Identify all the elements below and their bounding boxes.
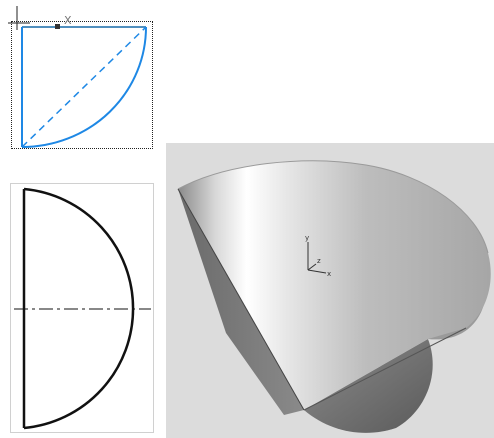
sketch-selection-frame <box>11 21 153 149</box>
solid-edge-left <box>177 188 305 411</box>
solid-conical-face <box>178 160 491 410</box>
triad-z-label: z <box>317 257 321 265</box>
sketch-canvas[interactable]: X <box>0 0 160 155</box>
triad-x-label: x <box>327 270 331 278</box>
solid-bottom-face <box>304 339 433 433</box>
drawing-view-panel[interactable] <box>10 183 154 433</box>
sketch-point-marker[interactable] <box>55 24 60 29</box>
solid-edge-right <box>303 327 467 411</box>
solid-top-rim <box>177 160 489 254</box>
dimension-marker-label: X <box>64 14 72 27</box>
3d-viewport[interactable]: y x z <box>166 143 494 438</box>
triad-x-axis <box>307 269 327 274</box>
solid-left-face <box>178 189 304 415</box>
triad-y-label: y <box>305 234 309 242</box>
sketch-construction-line[interactable] <box>21 26 147 148</box>
triad-z-axis <box>307 263 317 271</box>
coordinate-triad: y x z <box>305 234 331 278</box>
sketch-panel[interactable]: X <box>0 0 160 155</box>
drawing-canvas <box>14 187 151 430</box>
sketch-arc[interactable] <box>21 26 147 148</box>
3d-model-canvas[interactable]: y x z <box>166 143 494 438</box>
